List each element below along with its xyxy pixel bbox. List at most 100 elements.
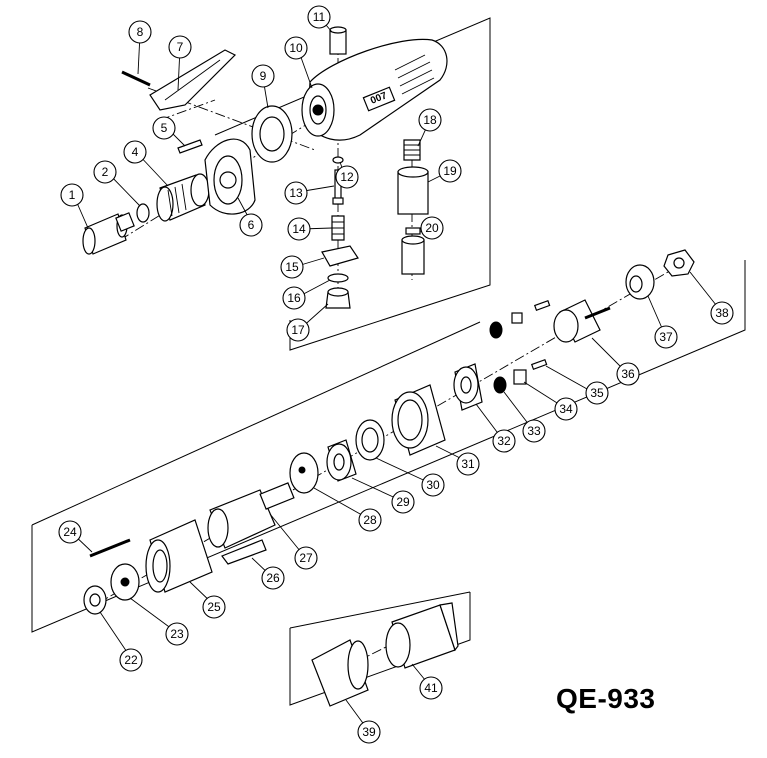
callout-2: 2: [93, 160, 117, 184]
part-37-bearing: [625, 264, 655, 300]
svg-text:7: 7: [177, 40, 184, 54]
svg-text:28: 28: [363, 513, 377, 527]
callout-34: 34: [554, 397, 578, 421]
throttle-stack: [397, 139, 429, 275]
svg-text:37: 37: [659, 330, 673, 344]
part-33-gear: [489, 321, 507, 394]
callout-29: 29: [391, 490, 415, 514]
part-27-rotor: [207, 482, 295, 549]
svg-text:22: 22: [124, 653, 138, 667]
model-label: QE-933: [556, 683, 656, 714]
part-29-bearing: [326, 439, 357, 482]
svg-text:38: 38: [715, 306, 729, 320]
part-23-end-plate: [110, 563, 140, 601]
svg-text:16: 16: [287, 291, 301, 305]
part-32-bearing: [453, 363, 483, 411]
callouts: 1 2 4 5 6 7 8 9 10 11 12 13 14 15 16 17 …: [58, 5, 734, 744]
callout-32: 32: [492, 429, 516, 453]
callout-20: 20: [420, 216, 444, 240]
valve-stem-stack: [321, 156, 359, 309]
svg-text:1: 1: [69, 188, 76, 202]
svg-text:27: 27: [299, 551, 313, 565]
callout-17: 17: [286, 318, 310, 342]
callout-10: 10: [284, 36, 308, 60]
middle-section-parts: [83, 249, 695, 615]
part-4-valve: [156, 173, 210, 222]
part-7-lever: [149, 49, 237, 111]
section-frames: [31, 17, 746, 706]
callout-37: 37: [654, 325, 678, 349]
callout-28: 28: [358, 508, 382, 532]
callout-35: 35: [585, 381, 609, 405]
svg-text:17: 17: [291, 323, 305, 337]
svg-text:6: 6: [248, 218, 255, 232]
svg-text:10: 10: [289, 41, 303, 55]
callout-31: 31: [456, 452, 480, 476]
part-5-screw: [177, 139, 203, 154]
svg-text:29: 29: [396, 495, 410, 509]
callout-14: 14: [287, 217, 311, 241]
callout-8: 8: [128, 20, 152, 44]
part-36-carrier: [553, 299, 611, 343]
svg-text:18: 18: [423, 113, 437, 127]
svg-text:25: 25: [207, 600, 221, 614]
upper-section-parts: 007: [82, 26, 448, 309]
callout-4: 4: [123, 140, 147, 164]
svg-text:20: 20: [425, 221, 439, 235]
svg-text:4: 4: [132, 145, 139, 159]
part-35-pin: [533, 299, 551, 311]
part-6-bracket: [204, 138, 256, 215]
callout-30: 30: [421, 473, 445, 497]
part-8-pin: [121, 70, 151, 87]
part-26-blade: [221, 539, 267, 565]
callout-15: 15: [280, 255, 304, 279]
callout-36: 36: [616, 362, 640, 386]
part-30-washer: [355, 419, 385, 461]
callout-24: 24: [58, 520, 82, 544]
part-34-gear: [511, 312, 527, 385]
lower-section-parts: [311, 602, 459, 707]
svg-text:5: 5: [161, 121, 168, 135]
svg-text:31: 31: [461, 457, 475, 471]
part-9-gasket: [251, 105, 293, 163]
svg-text:11: 11: [313, 10, 326, 24]
svg-text:30: 30: [426, 478, 440, 492]
callout-7: 7: [168, 35, 192, 59]
svg-text:24: 24: [63, 525, 77, 539]
callout-6: 6: [239, 213, 263, 237]
svg-text:9: 9: [260, 69, 267, 83]
part-31-ring-gear: [391, 384, 446, 456]
callout-16: 16: [282, 286, 306, 310]
part-38-nut: [663, 249, 695, 277]
svg-text:36: 36: [621, 367, 635, 381]
callout-19: 19: [438, 159, 462, 183]
part-11-bushing: [329, 26, 347, 55]
svg-text:34: 34: [559, 402, 573, 416]
callout-18: 18: [418, 108, 442, 132]
callout-22: 22: [119, 648, 143, 672]
callout-9: 9: [251, 64, 275, 88]
svg-text:13: 13: [289, 186, 303, 200]
part-24-pin: [89, 538, 131, 558]
svg-text:2: 2: [102, 165, 109, 179]
callout-12: 12: [335, 165, 359, 189]
callout-1: 1: [60, 183, 84, 207]
callout-39: 39: [357, 720, 381, 744]
callout-13: 13: [284, 181, 308, 205]
part-1-fitting: [82, 212, 135, 255]
callout-38: 38: [710, 301, 734, 325]
svg-text:39: 39: [362, 725, 376, 739]
callout-11: 11: [307, 5, 331, 29]
callout-26: 26: [261, 566, 285, 590]
callout-5: 5: [152, 116, 176, 140]
svg-text:33: 33: [527, 424, 541, 438]
part-22-bearing: [83, 585, 107, 615]
svg-text:19: 19: [443, 164, 457, 178]
motor-housing: 007: [301, 38, 448, 141]
part-2-washer: [136, 203, 150, 223]
svg-text:41: 41: [424, 681, 438, 695]
svg-text:12: 12: [340, 170, 354, 184]
callout-33: 33: [522, 419, 546, 443]
part-25-cylinder: [145, 519, 213, 593]
